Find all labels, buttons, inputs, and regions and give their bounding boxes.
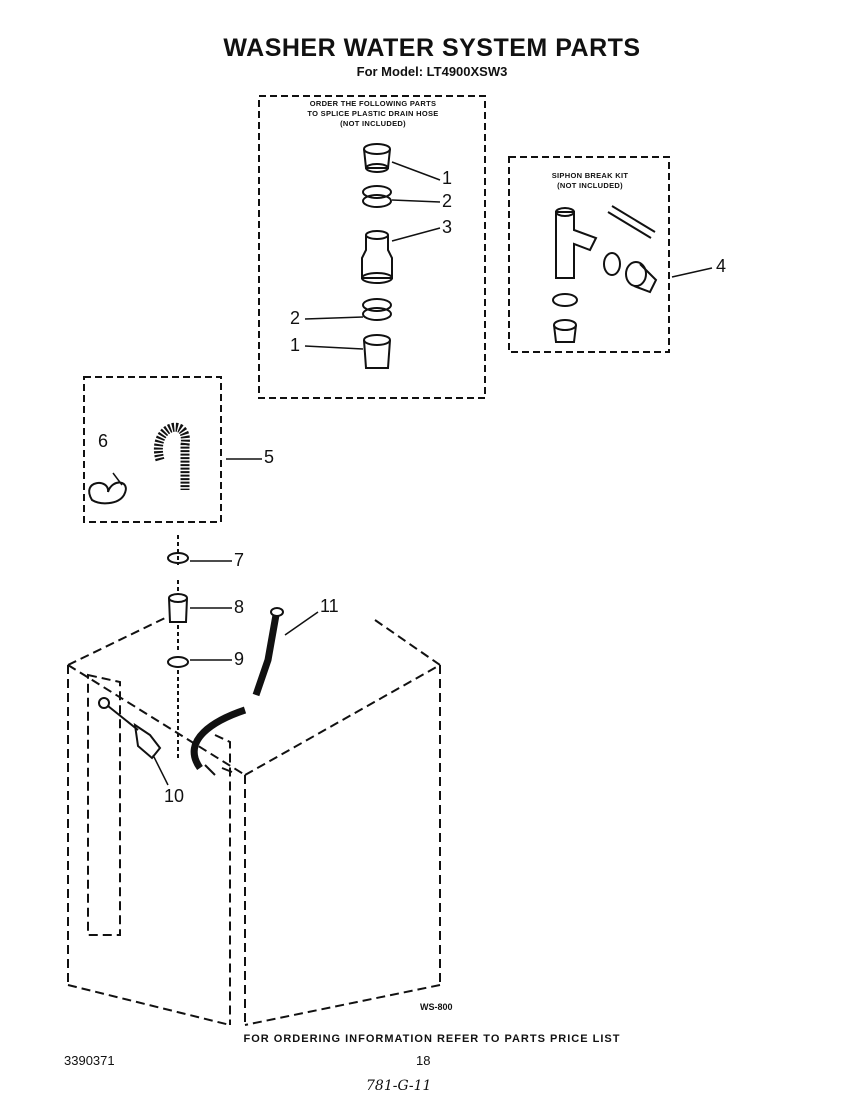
siphon-note-line-1: SIPHON BREAK KIT [551,171,629,180]
part-9-clamp [167,656,189,668]
siphon-cap [553,319,577,343]
callout-9: 9 [234,649,245,669]
splice-note-line-1: ORDER THE FOLLOWING PARTS [309,99,437,108]
siphon-coupling [625,261,658,294]
page-title: WASHER WATER SYSTEM PARTS [223,34,641,62]
splice-kit-note: ORDER THE FOLLOWING PARTS TO SPLICE PLAS… [268,99,478,129]
callout-2-top: 2 [442,191,453,211]
callout-4: 4 [716,256,727,276]
part-3-connector [361,230,393,284]
siphon-clamp-a [603,252,621,276]
splice-kit-box [258,95,486,399]
page-number: 18 [416,1053,431,1068]
ordering-note: FOR ORDERING INFORMATION REFER TO PARTS … [243,1033,621,1045]
part-2-clamp-bottom [362,298,392,321]
twist-tie [88,481,127,505]
part-7-clamp [167,552,189,564]
splice-note-line-3: (NOT INCLUDED) [340,119,406,128]
internal-hose [190,706,247,771]
siphon-kit-box [508,156,670,353]
part-2-clamp-top [362,185,392,208]
callout-5: 5 [264,447,275,467]
callout-10: 10 [164,786,185,806]
siphon-clamp-b [552,293,578,307]
callout-11: 11 [320,596,339,616]
part-1-coupling-bottom [363,334,391,369]
siphon-tube [607,205,656,239]
part-1-coupling-top [363,143,391,173]
callout-7: 7 [234,550,245,570]
callout-2-bottom: 2 [290,308,301,328]
callout-1-bottom: 1 [290,335,301,355]
washer-cabinet [67,617,441,1026]
callout-1-top: 1 [442,168,453,188]
drain-hose [153,422,190,490]
handwritten-note: 781-G-11 [366,1078,432,1094]
document-number: 3390371 [64,1053,115,1068]
callout-8: 8 [234,597,245,617]
drain-hose-box [83,376,222,523]
model-subtitle: For Model: LT4900XSW3 [356,64,508,79]
callout-3: 3 [442,217,453,237]
siphon-kit-note: SIPHON BREAK KIT (NOT INCLUDED) [520,171,660,191]
siphon-tee [555,207,598,279]
siphon-note-line-2: (NOT INCLUDED) [557,181,623,190]
part-8-coupling [168,593,188,623]
part-11-hose [252,614,280,697]
part-10-elbow [98,697,162,760]
diagram-code: WS-800 [420,1002,453,1012]
callout-6: 6 [98,431,109,451]
splice-note-line-2: TO SPLICE PLASTIC DRAIN HOSE [307,109,439,118]
